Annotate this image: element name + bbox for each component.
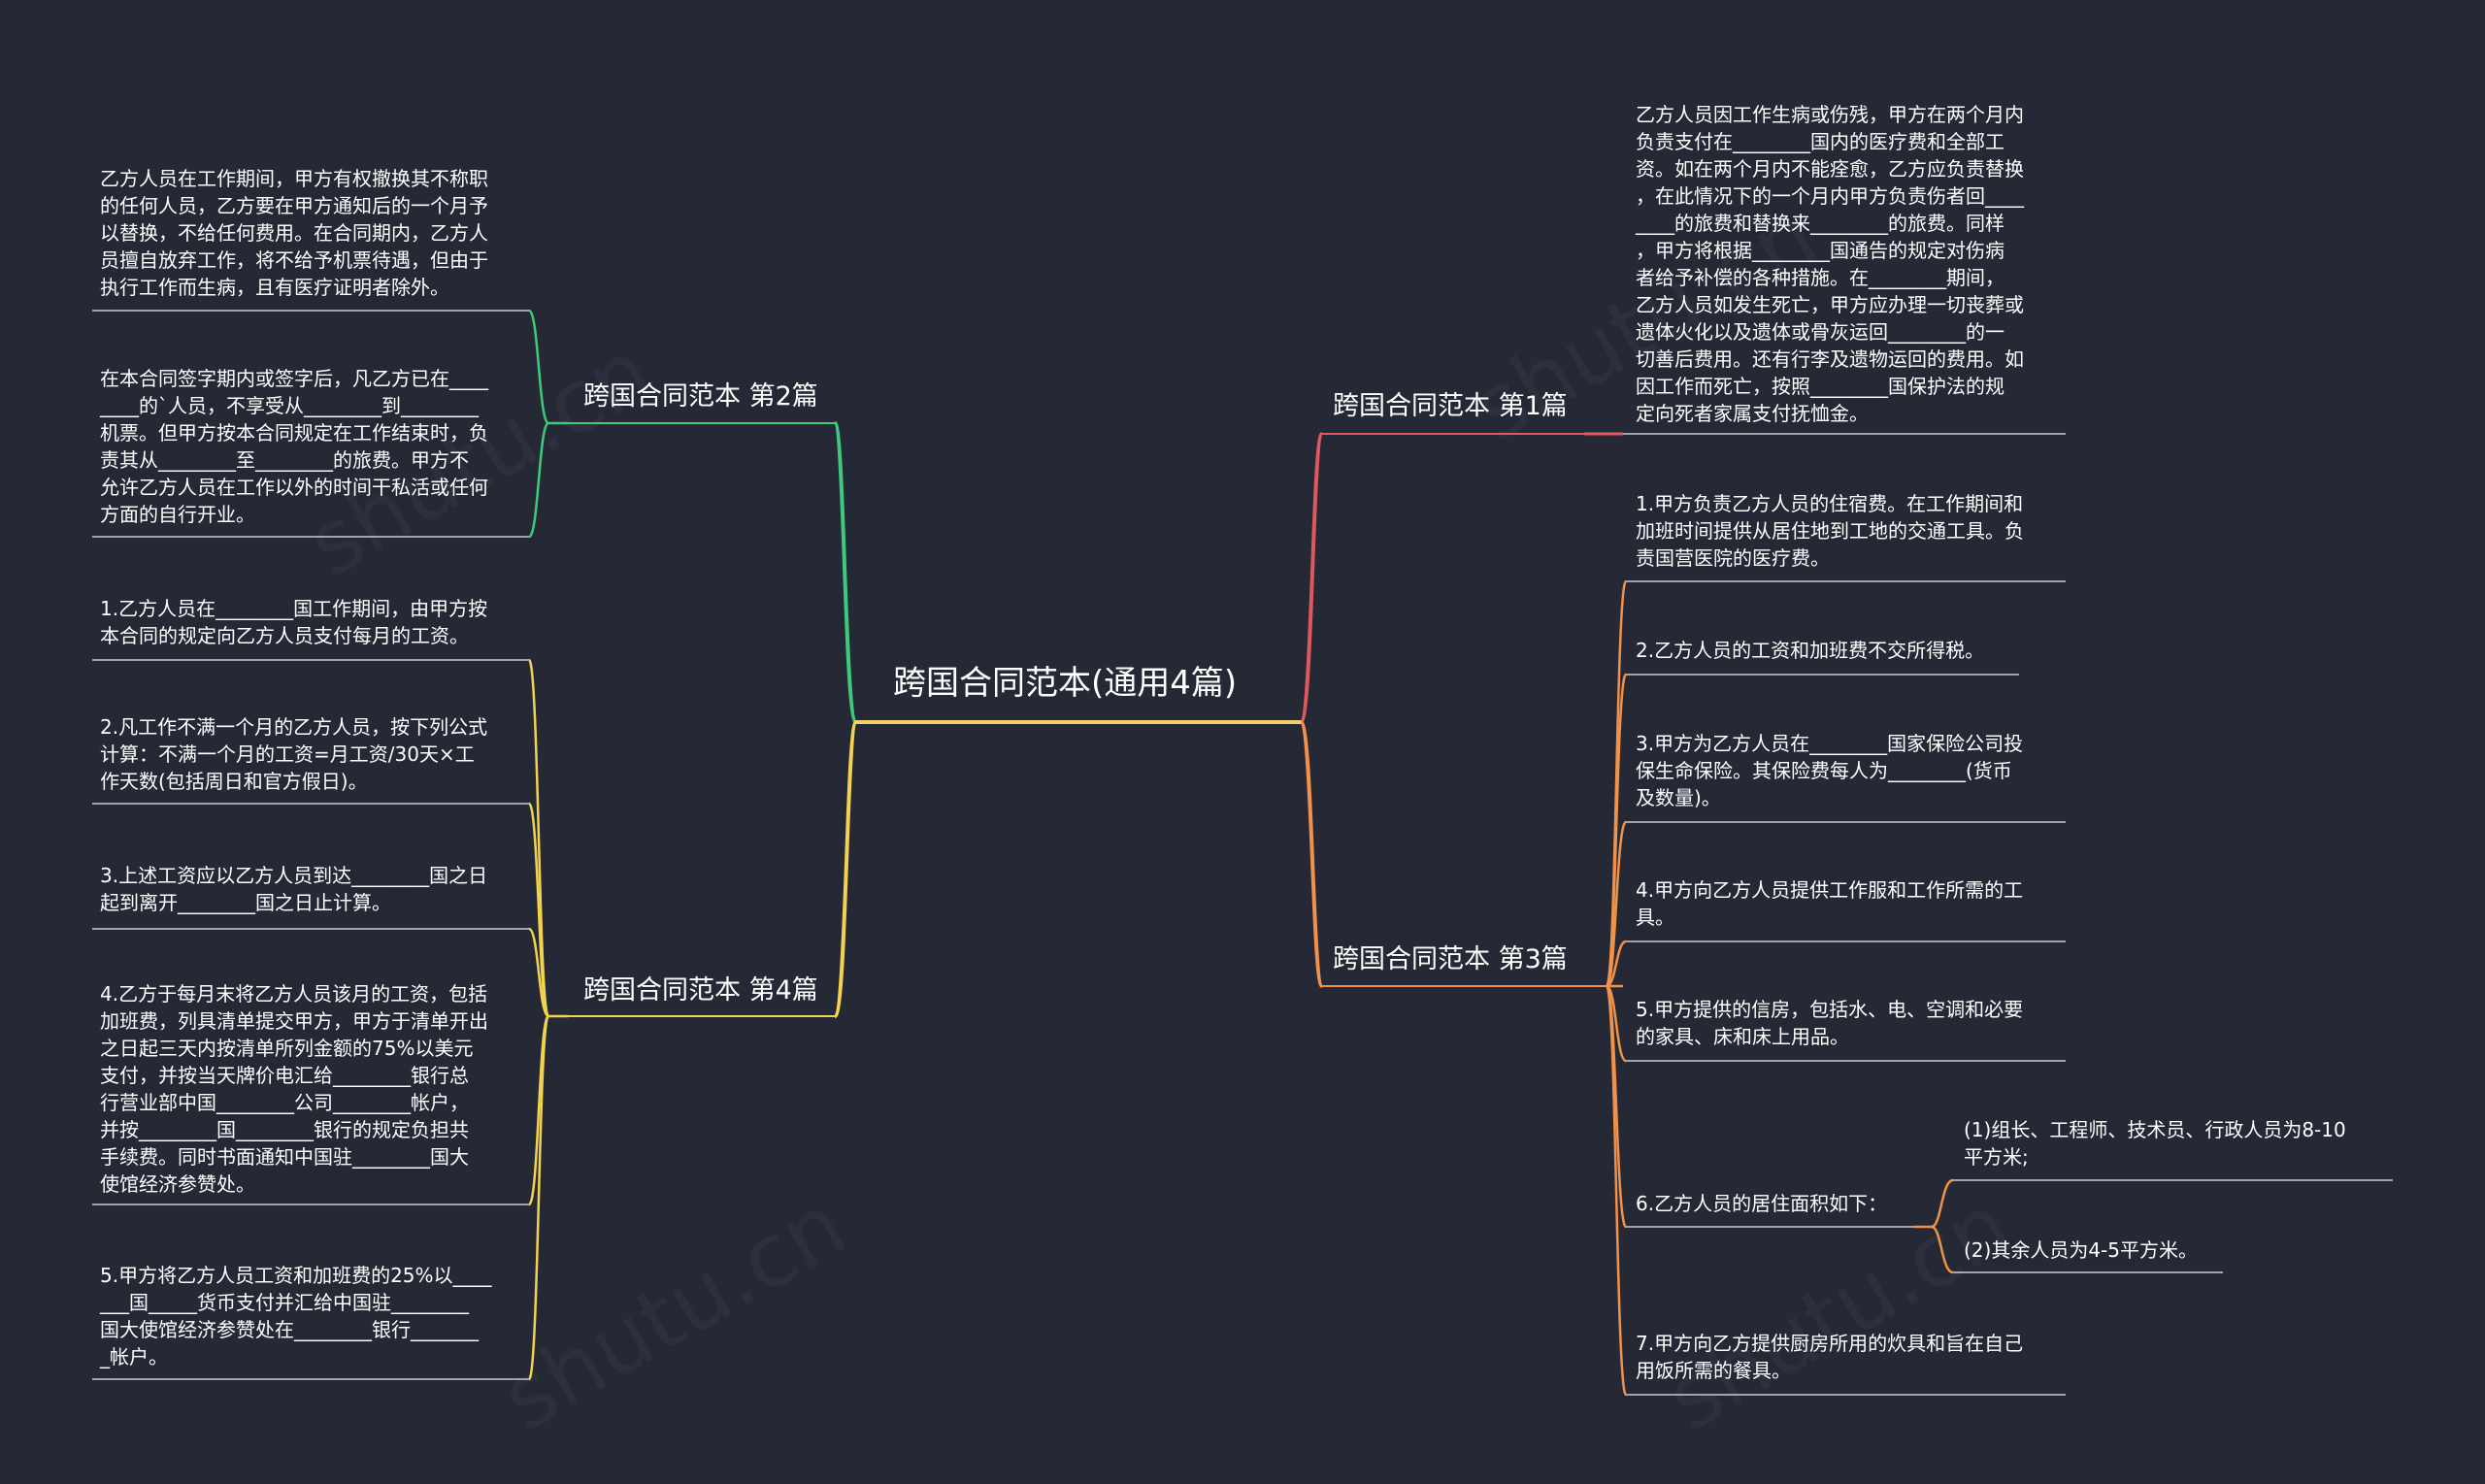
branch-3-item-6-sub-2[interactable]: (2)其余人员为4-5平方米。: [1964, 1238, 2198, 1262]
branch-1-item-1[interactable]: 乙方人员因工作生病或伤残，甲方在两个月内 负责支付在________国内的医疗费…: [1636, 103, 2024, 425]
branch-3-item-2[interactable]: 2.乙方人员的工资和加班费不交所得税。: [1636, 639, 1985, 662]
branch-4-title[interactable]: 跨国合同范本 第4篇: [583, 975, 818, 1006]
branch-4-item-3[interactable]: 3.上述工资应以乙方人员到达________国之日 起到离开________国之…: [100, 864, 488, 914]
root-topic[interactable]: 跨国合同范本(通用4篇): [893, 664, 1238, 703]
branch-2-title[interactable]: 跨国合同范本 第2篇: [583, 381, 818, 412]
link-b4-c3: [527, 927, 550, 1018]
branch-3-item-6-sub-1[interactable]: (1)组长、工程师、技术员、行政人员为8-10 平方米;: [1964, 1118, 2346, 1169]
link-root-branch3: [1299, 720, 1324, 988]
link-root-branch4: [833, 720, 858, 1018]
link-b2-c2: [527, 421, 550, 539]
branch-2-item-1[interactable]: 乙方人员在工作期间，甲方有权撤换其不称职 的任何人员，乙方要在甲方通知后的一个月…: [100, 167, 488, 299]
link-b3-c3: [1605, 820, 1628, 988]
branch-4-item-1[interactable]: 1.乙方人员在________国工作期间，由甲方按 本合同的规定向乙方人员支付每…: [100, 597, 488, 647]
branch-3-item-6[interactable]: 6.乙方人员的居住面积如下：: [1636, 1192, 1888, 1215]
link-root-branch2: [833, 421, 858, 724]
link-b2-c1: [527, 309, 550, 425]
link-b4-c2: [527, 802, 550, 1018]
link-b3-c7: [1605, 984, 1628, 1397]
link-b3-c6-s2: [1931, 1225, 1954, 1274]
branch-2-item-2[interactable]: 在本合同签字期内或签字后，凡乙方已在____ ____的`人员，不享受从____…: [100, 367, 488, 526]
branch-3-item-3[interactable]: 3.甲方为乙方人员在________国家保险公司投 保生命保险。其保险费每人为_…: [1636, 732, 2024, 809]
branch-4-item-5[interactable]: 5.甲方将乙方人员工资和加班费的25%以____ ___国_____货币支付并汇…: [100, 1264, 492, 1369]
branch-3-item-4[interactable]: 4.甲方向乙方人员提供工作服和工作所需的工 具。: [1636, 878, 2024, 929]
link-b3-c4: [1606, 940, 1627, 988]
branch-3-item-7[interactable]: 7.甲方向乙方提供厨房所用的炊具和旨在自己 用饭所需的餐具。: [1636, 1332, 2024, 1382]
branch-3-item-1[interactable]: 1.甲方负责乙方人员的住宿费。在工作期间和 加班时间提供从居住地到工地的交通工具…: [1636, 492, 2024, 570]
branch-4-item-2[interactable]: 2.凡工作不满一个月的乙方人员，按下列公式 计算：不满一个月的工资=月工资/30…: [100, 715, 488, 793]
link-b3-c1: [1605, 579, 1628, 988]
link-b3-c6-s1: [1931, 1178, 1954, 1229]
branch-3-title[interactable]: 跨国合同范本 第3篇: [1333, 944, 1568, 974]
link-b3-c5: [1605, 984, 1628, 1063]
link-root-branch1: [1299, 432, 1324, 724]
branch-1-title[interactable]: 跨国合同范本 第1篇: [1333, 391, 1568, 421]
branch-4-item-4[interactable]: 4.乙方于每月末将乙方人员该月的工资，包括 加班费，列具清单提交甲方，甲方于清单…: [100, 982, 488, 1196]
link-b4-c5: [527, 1014, 550, 1381]
branch-3-item-5[interactable]: 5.甲方提供的信房，包括水、电、空调和必要 的家具、床和床上用品。: [1636, 998, 2024, 1048]
